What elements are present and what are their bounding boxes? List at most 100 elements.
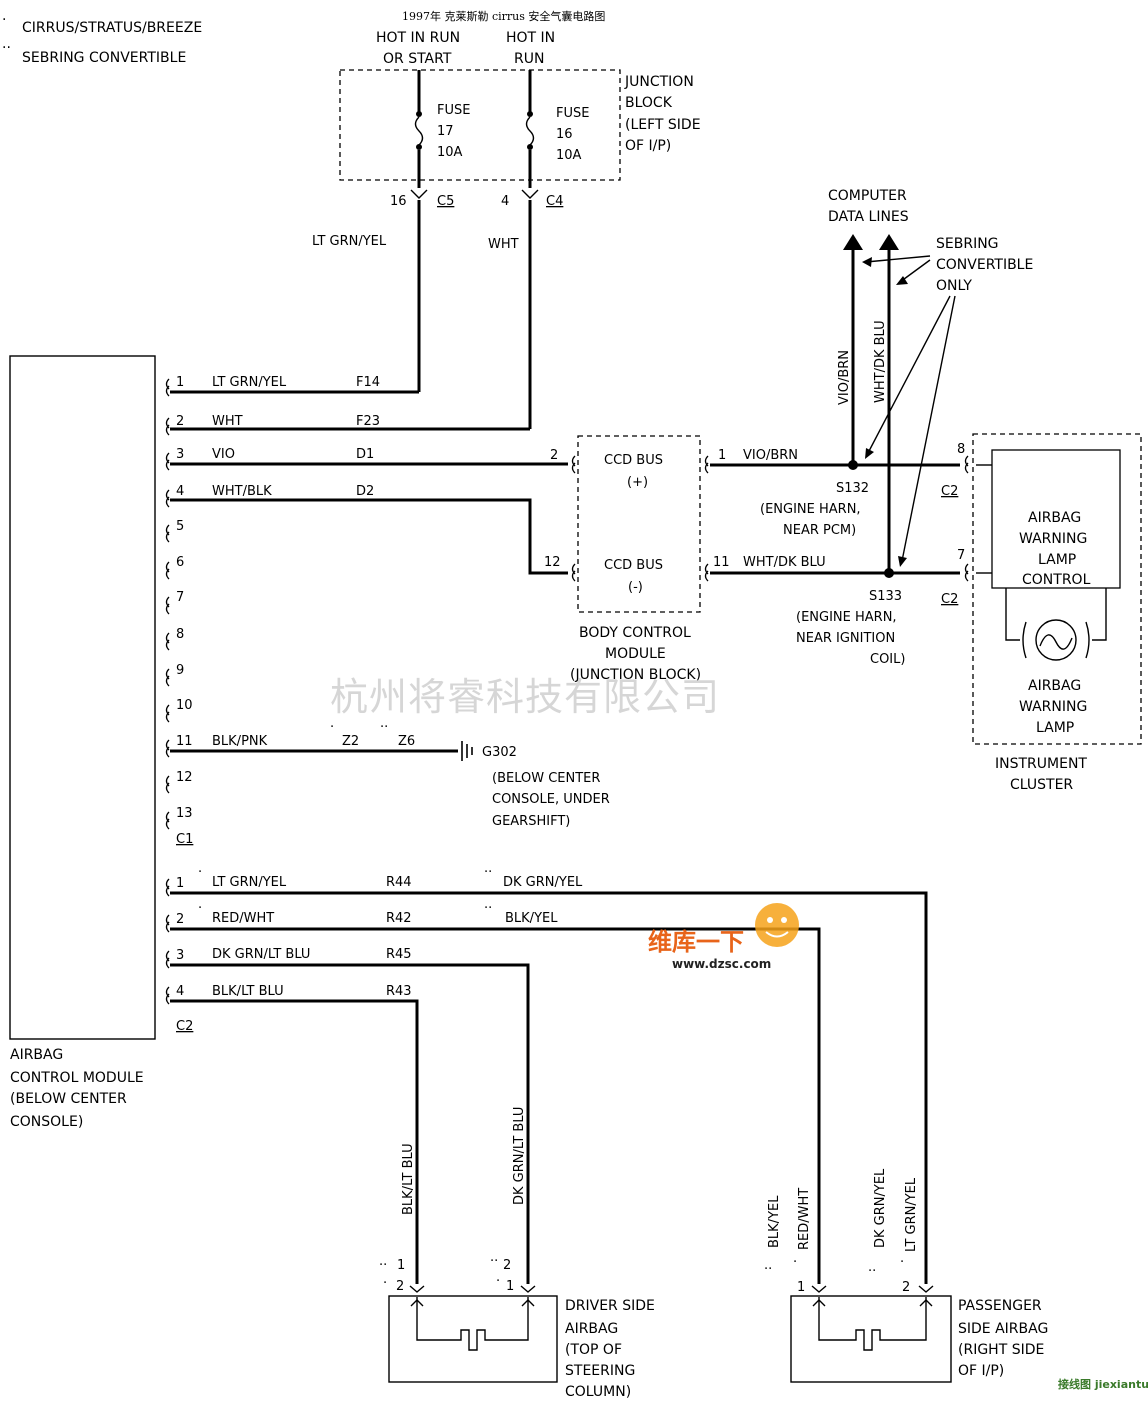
ground-label-3: CONSOLE, UNDER	[492, 792, 610, 807]
diagram-title: 1997年 克莱斯勒 cirrus 安全气囊电路图	[402, 9, 605, 23]
c1-2-circuit: F23	[356, 414, 380, 429]
c2-1-circuit: R44	[386, 875, 412, 890]
c2-2-circuit: R42	[386, 911, 412, 926]
computer-arrow-vio	[843, 234, 863, 250]
module-label-2: CONTROL MODULE	[10, 1070, 144, 1086]
c1-pin-3: 3	[176, 447, 184, 462]
bcm-pin-2: 2	[550, 448, 558, 463]
wire-wht-label: WHT	[488, 237, 519, 252]
pass-pin-1: 1	[797, 1280, 805, 1295]
svg-text:..: ..	[484, 861, 492, 876]
lamp-control-3: LAMP	[1038, 552, 1076, 568]
lamp-control-1: AIRBAG	[1028, 510, 1081, 526]
fuse17-rating: 10A	[437, 145, 463, 160]
computer-label-2: DATA LINES	[828, 209, 909, 225]
c1-label: C1	[176, 832, 193, 847]
junction-block-label-3: (LEFT SIDE	[625, 117, 701, 133]
c2-pin-1: 1	[176, 876, 184, 891]
bcm-label-1: BODY CONTROL	[579, 625, 691, 641]
bcm-out-minus-wire: WHT/DK BLU	[743, 555, 826, 570]
fuse16-label: FUSE	[556, 106, 589, 121]
svg-text:..: ..	[379, 1254, 387, 1269]
wire-ltgrn-yel-label: LT GRN/YEL	[312, 234, 387, 249]
fuse17-label: FUSE	[437, 103, 470, 118]
svg-text:..: ..	[484, 897, 492, 912]
passenger-label-1: PASSENGER	[958, 1298, 1042, 1314]
ground-label-4: GEARSHIFT)	[492, 814, 570, 829]
c4-pin: 4	[501, 194, 509, 209]
module-label-1: AIRBAG	[10, 1047, 63, 1063]
driver-airbag-squib	[416, 1297, 529, 1351]
c2-1-alt: DK GRN/YEL	[503, 875, 583, 890]
sebring-note-3: ONLY	[936, 278, 972, 294]
svg-text:.: .	[198, 861, 202, 876]
bcm-ccd-minus-2: (-)	[628, 580, 643, 595]
lamp-control-2: WARNING	[1019, 531, 1087, 547]
s133-label-4: COIL)	[870, 652, 905, 667]
hot-run-start-2: OR START	[383, 51, 452, 67]
junction-block-box	[339, 69, 621, 181]
passenger-airbag-squib	[818, 1297, 927, 1351]
c1-pin-1: 1	[176, 375, 184, 390]
driver-wire-b-label: DK GRN/LT BLU	[512, 1107, 527, 1205]
svg-text:.: .	[793, 1251, 797, 1266]
c1-1-circuit: F14	[356, 375, 380, 390]
wire-c2-2	[170, 927, 821, 1284]
c2-3-circuit: R45	[386, 947, 412, 962]
legend-double-dot: ..	[2, 36, 11, 52]
svg-text:..: ..	[764, 1258, 772, 1273]
svg-text:..: ..	[490, 1250, 498, 1265]
pass-wire-b-label: RED/WHT	[797, 1188, 812, 1250]
wire-vio-brn-vlabel: VIO/BRN	[837, 350, 852, 405]
driver-label-4: STEERING	[565, 1363, 635, 1379]
wire-c2-1	[170, 891, 928, 1284]
fuse17-symbol	[414, 116, 424, 146]
c1-pin-9: 9	[176, 663, 184, 678]
c4-label: C4	[546, 194, 563, 209]
lamp-label-1: AIRBAG	[1028, 678, 1081, 694]
module-label-3: (BELOW CENTER	[10, 1091, 127, 1107]
driver-airbag-box	[388, 1295, 558, 1383]
driver-wire-a-label: BLK/LT BLU	[401, 1143, 416, 1215]
c1-11-color: BLK/PNK	[212, 734, 268, 749]
c2-pin-3: 3	[176, 948, 184, 963]
ground-symbol	[461, 741, 473, 761]
warning-lamp-bulb	[1035, 619, 1077, 661]
c1-2-color: WHT	[212, 414, 243, 429]
c2-label: C2	[176, 1019, 193, 1034]
bcm-out-plus-wire: VIO/BRN	[743, 448, 798, 463]
svg-text:.: .	[383, 1272, 387, 1287]
bcm-connectors	[571, 455, 709, 582]
driver-pin-top-a: 1	[397, 1258, 405, 1273]
bcm-box	[577, 435, 701, 613]
bcm-ccd-plus-2: (+)	[627, 475, 648, 490]
driver-label-2: AIRBAG	[565, 1321, 618, 1337]
logo-site: www.dzsc.com	[672, 957, 771, 971]
pass-wire-a-label: BLK/YEL	[767, 1195, 782, 1248]
ground-label-1: G302	[482, 745, 517, 760]
cluster-c2-b: C2	[941, 592, 958, 607]
pass-wire-d-label: LT GRN/YEL	[904, 1177, 919, 1252]
driver-label-3: (TOP OF	[565, 1342, 622, 1358]
wire-c2-3	[170, 963, 530, 1284]
c2-pin-2: 2	[176, 912, 184, 927]
s132-label-1: S132	[836, 481, 869, 496]
svg-text:..: ..	[380, 716, 388, 731]
junction-block-label-4: OF I/P)	[625, 138, 671, 154]
c5-connector	[410, 189, 428, 199]
c1-1-color: LT GRN/YEL	[212, 375, 287, 390]
s133-label-1: S133	[869, 589, 902, 604]
c1-connector-symbols	[165, 378, 170, 830]
c5-label: C5	[437, 194, 454, 209]
fuse16-rating: 10A	[556, 148, 582, 163]
c2-2-color: RED/WHT	[212, 911, 274, 926]
c5-pin: 16	[390, 194, 407, 209]
splice-s132	[848, 460, 858, 470]
c1-11-alt: Z6	[398, 734, 415, 749]
svg-text:.: .	[330, 716, 334, 731]
wire-c2-4	[170, 999, 419, 1284]
c1-pin-10: 10	[176, 698, 193, 713]
passenger-label-4: OF I/P)	[958, 1363, 1004, 1379]
c1-pin-5: 5	[176, 519, 184, 534]
